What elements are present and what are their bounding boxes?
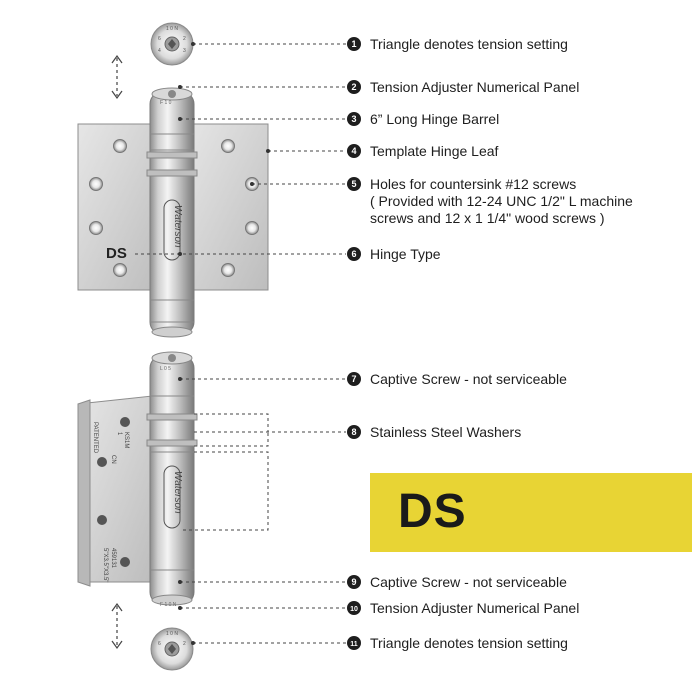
leader-endpoints: [178, 42, 270, 645]
svg-text:KS1M: KS1M: [123, 432, 129, 448]
top-tension-knob: 1 0 N 6 2 4 3: [150, 22, 194, 66]
svg-text:6: 6: [158, 641, 161, 647]
svg-text:10: 10: [350, 606, 358, 613]
svg-text:1 0 N: 1 0 N: [166, 631, 178, 637]
svg-text:3: 3: [183, 48, 186, 54]
svg-text:5"X3.5"X3.5": 5"X3.5"X3.5": [102, 548, 108, 582]
svg-text:2: 2: [183, 36, 186, 42]
svg-text:11: 11: [350, 641, 358, 648]
callout-label-8: Stainless Steel Washers: [370, 424, 522, 440]
callout-label-4: Template Hinge Leaf: [370, 143, 499, 159]
callout-label-10: Tension Adjuster Numerical Panel: [370, 600, 580, 616]
top-hinge-right-leaf: [185, 123, 269, 291]
callout-label-5-line-2: ( Provided with 12-24 UNC 1/2" L machine: [370, 193, 633, 209]
svg-text:F 1 0 N: F 1 0 N: [160, 602, 177, 608]
hinge-type-badge: [370, 473, 692, 552]
svg-text:Waterson: Waterson: [172, 205, 183, 248]
svg-text:Waterson: Waterson: [172, 471, 183, 514]
svg-text:8: 8: [351, 427, 356, 437]
callout-label-7: Captive Screw - not serviceable: [370, 371, 567, 387]
callout-label-5-line-1: Holes for countersink #12 screws: [370, 176, 577, 192]
svg-text:3: 3: [351, 114, 356, 124]
callout-marker-3: 3: [347, 112, 361, 126]
leaf-stamp-text: KS1M 1 CN PATENTED 459131 5"X3.5"X3.5": [92, 422, 129, 582]
callout-label-2: Tension Adjuster Numerical Panel: [370, 79, 580, 95]
top-hinge-left-leaf: [77, 123, 161, 291]
top-hinge-barrel: F 1 0: [146, 87, 198, 338]
hinge-type-label: DS: [106, 245, 127, 262]
leader-lines: [135, 43, 346, 644]
svg-text:L 0 5: L 0 5: [160, 366, 171, 372]
callout-marker-10: 10: [347, 601, 361, 615]
top-brand-logo: Waterson: [163, 199, 183, 261]
svg-text:459131: 459131: [110, 548, 116, 569]
callout-label-11: Triangle denotes tension setting: [370, 635, 568, 651]
callout-label-1: Triangle denotes tension setting: [370, 36, 568, 52]
callout-label-3: 6” Long Hinge Barrel: [370, 111, 500, 127]
svg-text:5: 5: [351, 179, 356, 189]
callout-marker-7: 7: [347, 372, 361, 386]
svg-text:F 1 0: F 1 0: [160, 100, 172, 106]
callout-marker-2: 2: [347, 80, 361, 94]
svg-text:4: 4: [351, 146, 356, 156]
callout-marker-6: 6: [347, 247, 361, 261]
hinge-type-badge-text: DS: [398, 485, 467, 538]
svg-text:6: 6: [351, 249, 356, 259]
top-travel-arrow: [111, 54, 123, 100]
callout-marker-11: 11: [347, 636, 361, 650]
callout-label-6: Hinge Type: [370, 246, 441, 262]
callout-marker-4: 4: [347, 144, 361, 158]
svg-text:2: 2: [351, 82, 356, 92]
callout-marker-8: 8: [347, 425, 361, 439]
svg-text:1 0 N: 1 0 N: [166, 26, 178, 32]
bottom-travel-arrow: [111, 602, 123, 650]
callout-marker-5: 5: [347, 177, 361, 191]
callout-number-markers: 1 2 3 4 5 6 7 8 9 10 11: [347, 37, 361, 650]
callout-label-9: Captive Screw - not serviceable: [370, 574, 567, 590]
bottom-hinge-leaf: [77, 395, 153, 587]
svg-text:9: 9: [351, 577, 356, 587]
callout-label-5-line-3: screws and 12 x 1 1/4" wood screws ): [370, 210, 605, 226]
svg-text:1: 1: [351, 39, 356, 49]
bottom-brand-logo: Waterson: [163, 465, 183, 529]
callout-marker-1: 1: [347, 37, 361, 51]
svg-text:6: 6: [158, 36, 161, 42]
svg-text:1: 1: [116, 432, 122, 436]
svg-text:7: 7: [351, 374, 356, 384]
callout-marker-9: 9: [347, 575, 361, 589]
svg-text:PATENTED: PATENTED: [92, 422, 98, 454]
svg-text:4: 4: [158, 48, 161, 54]
svg-text:CN: CN: [110, 455, 116, 464]
bottom-tension-knob: 1 0 N 6 2: [150, 627, 194, 671]
svg-text:2: 2: [183, 641, 186, 647]
bottom-hinge-barrel: L 0 5 F 1 0 N: [146, 351, 198, 608]
